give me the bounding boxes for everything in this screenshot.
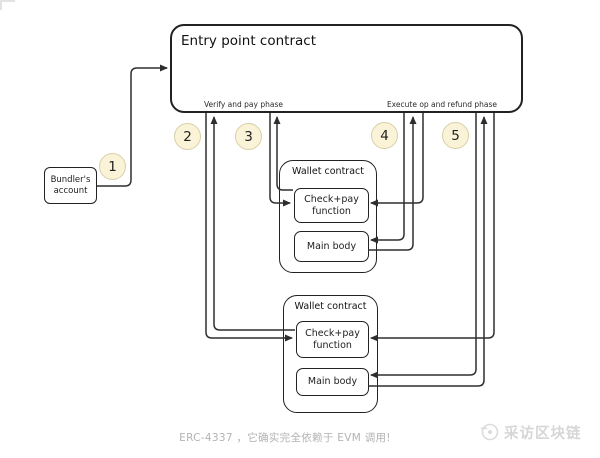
verify-phase-label: Verify and pay phase (204, 100, 283, 109)
execute-phase-label: Execute op and refund phase (386, 100, 497, 109)
step-badge-3: 3 (235, 123, 262, 150)
wallet-upper-title: Wallet contract (292, 166, 364, 177)
arrow-execute-return-lower-mainbody (368, 116, 488, 387)
wallet-lower-checkpay-box: Check+pay function (296, 321, 369, 358)
watermark-logo-icon (480, 423, 499, 441)
step-badge-4: 4 (371, 122, 398, 149)
step-badge-2: 2 (174, 123, 201, 150)
wallet-upper-mainbody-box: Main body (294, 231, 369, 262)
wallet-upper-checkpay-box: Check+pay function (294, 188, 369, 223)
footer-caption: ERC-4337 ，它确实完全依赖于 EVM 调用! (179, 432, 391, 444)
wallet-lower-mainbody-box: Main body (296, 368, 369, 396)
wallet-contract-lower-box: Wallet contract Check+pay function Main … (283, 295, 378, 413)
step-badge-1: 1 (99, 153, 126, 180)
watermark: 采访区块链 (478, 421, 582, 443)
watermark-text: 采访区块链 (504, 425, 582, 442)
arrow-execute-call-lower-mainbody (370, 113, 477, 379)
crop-corner-artifact (0, 0, 15, 10)
wallet-contract-upper-box: Wallet contract Check+pay function Main … (279, 160, 377, 273)
bundler-account-box: Bundler's account (44, 167, 97, 204)
step-badge-5: 5 (442, 122, 469, 149)
wallet-lower-title: Wallet contract (294, 301, 367, 312)
entry-point-contract-box: Entry point contract Verify and pay phas… (170, 24, 523, 113)
entry-point-title: Entry point contract (181, 33, 316, 49)
